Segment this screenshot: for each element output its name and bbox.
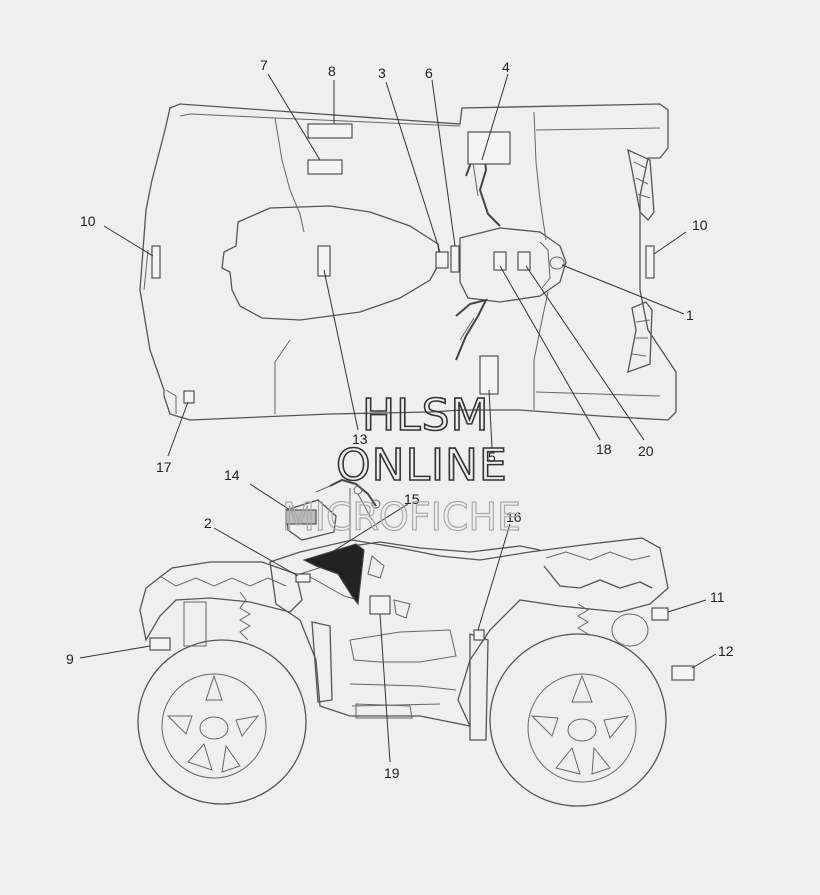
watermark: HLSM ONLINE MICROFICHE xyxy=(281,389,521,539)
top-view-decals xyxy=(151,123,655,404)
callout-20: 20 xyxy=(638,443,654,459)
callout-14: 14 xyxy=(224,467,240,483)
watermark-line1: HLSM xyxy=(362,390,490,441)
callout-13: 13 xyxy=(352,431,368,447)
decal-13 xyxy=(317,245,331,277)
decal-6 xyxy=(450,245,460,273)
side-view-decals xyxy=(149,509,695,681)
decal-3 xyxy=(435,251,449,269)
callout-labels: 1 2 3 4 5 6 7 8 9 10 10 11 12 13 14 15 1… xyxy=(66,57,734,781)
decal-5 xyxy=(479,355,499,395)
callout-15: 15 xyxy=(404,491,420,507)
callout-10-right: 10 xyxy=(692,217,708,233)
side-view-vehicle xyxy=(137,478,669,807)
decal-9 xyxy=(149,637,171,651)
decal-12 xyxy=(671,665,695,681)
watermark-line3: MICROFICHE xyxy=(282,495,521,539)
callout-10-left: 10 xyxy=(80,213,96,229)
callout-16: 16 xyxy=(506,509,522,525)
callout-1: 1 xyxy=(686,307,694,323)
callout-12: 12 xyxy=(718,643,734,659)
decal-8 xyxy=(307,123,353,139)
watermark-line2: ONLINE xyxy=(336,440,508,491)
decal-14 xyxy=(285,509,317,525)
decal-2 xyxy=(295,573,311,583)
callout-5: 5 xyxy=(488,449,496,465)
callout-11: 11 xyxy=(710,589,725,605)
callout-6: 6 xyxy=(425,65,433,81)
decal-10-right xyxy=(645,245,655,279)
decal-16 xyxy=(473,629,485,641)
callout-9: 9 xyxy=(66,651,74,667)
callout-17: 17 xyxy=(156,459,172,475)
decal-20 xyxy=(517,251,531,271)
callout-7: 7 xyxy=(260,57,268,73)
leader-lines xyxy=(79,73,717,763)
decal-7 xyxy=(307,159,343,175)
decal-18 xyxy=(493,251,507,271)
top-view-vehicle xyxy=(139,103,677,421)
callout-18: 18 xyxy=(596,441,612,457)
decal-11 xyxy=(651,607,669,621)
decal-15 xyxy=(302,543,365,606)
callout-4: 4 xyxy=(502,59,510,75)
decal-10-left xyxy=(151,245,161,279)
decal-17 xyxy=(183,390,195,404)
callout-8: 8 xyxy=(328,63,336,79)
callout-19: 19 xyxy=(384,765,400,781)
callout-3: 3 xyxy=(378,65,386,81)
callout-2: 2 xyxy=(204,515,212,531)
decal-19 xyxy=(369,595,391,615)
